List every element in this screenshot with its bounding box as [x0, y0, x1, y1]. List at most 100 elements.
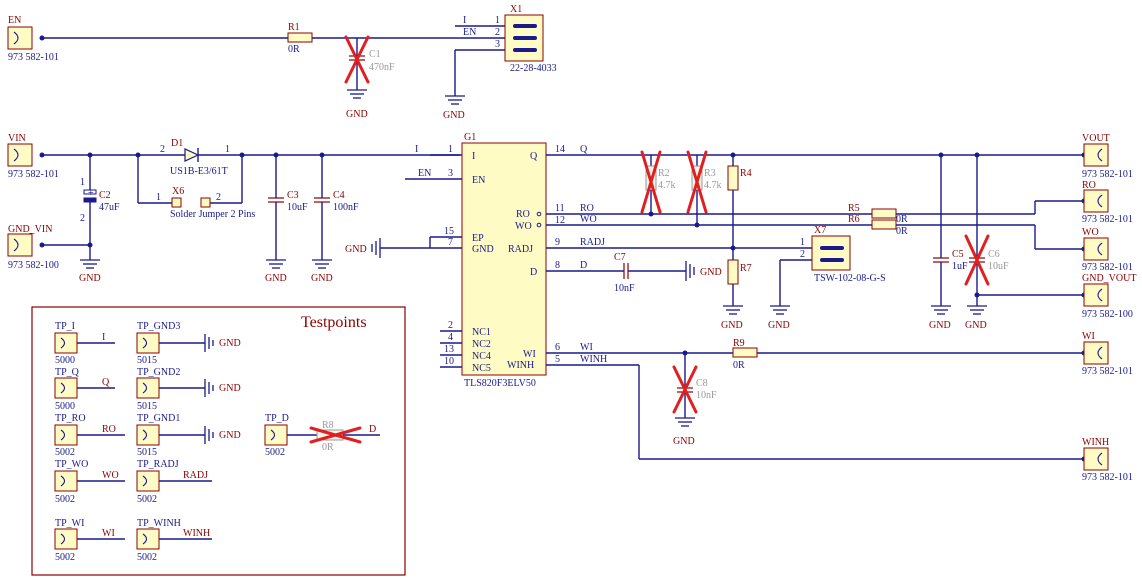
capacitor-c2[interactable]: + C2 47uF 1 2 [80, 155, 120, 260]
tp-ro-part: 5002 [55, 447, 75, 458]
connector-winh[interactable]: WINH 973 582-101 [1081, 437, 1133, 483]
gnd-label-c7: GND [700, 267, 722, 278]
capacitor-c5[interactable]: C5 1uF [933, 155, 968, 306]
testpoint-tp-q[interactable]: TP_Q Q 5000 [54, 367, 115, 412]
capacitor-c3[interactable]: C3 10uF [268, 155, 308, 260]
g1-pin-14-num: 14 [555, 144, 565, 155]
connector-wo-name: WO [1082, 227, 1099, 238]
tp-q-net: Q [102, 377, 110, 388]
g1-pin-9-name: RADJ [508, 244, 533, 255]
testpoint-tp-i[interactable]: TP_I I 5000 [54, 321, 115, 366]
resistor-r9[interactable]: R9 0R [732, 338, 758, 371]
c2-pin1: 1 [80, 177, 85, 188]
testpoint-tp-radj[interactable]: TP_RADJ RADJ 5002 [136, 459, 212, 505]
gnd-symbol-x7: GND [768, 305, 790, 331]
capacitor-c8[interactable]: C8 10nF [672, 353, 717, 418]
resistor-r7[interactable]: R7 [727, 259, 752, 306]
x7-pin1: 1 [800, 237, 805, 248]
capacitor-c7[interactable]: C7 10nF [614, 252, 635, 294]
g1-part: TLS820F3ELV50 [464, 378, 536, 389]
tp-ro-net: RO [102, 424, 116, 435]
gnd-label-c6: GND [965, 320, 987, 331]
g1-pin-6-name: WI [523, 349, 536, 360]
connector-gnd-vin-part: 973 582-100 [8, 260, 59, 271]
gnd-label-c1: GND [346, 109, 368, 120]
connector-gnd-vin-name: GND_VIN [8, 224, 52, 235]
x1-pin-3: 3 [495, 39, 500, 50]
connector-vin[interactable]: VIN 973 582-101 [7, 133, 59, 180]
connector-gnd-vout-part: 973 582-100 [1082, 309, 1133, 320]
x7-part: TSW-102-08-G-S [814, 273, 886, 284]
gnd-symbol-c1: GND [346, 89, 368, 120]
testpoint-tp-wi[interactable]: TP_WI WI 5002 [54, 518, 125, 563]
g1-pin-3-num: 3 [448, 168, 453, 179]
tp-gnd1-name: TP_GND1 [137, 413, 180, 424]
g1-pin-15-num: 15 [444, 226, 454, 237]
connector-winh-part: 973 582-101 [1082, 472, 1133, 483]
gnd-label-c2: GND [79, 273, 101, 284]
connector-en[interactable]: EN 973 582-101 [7, 15, 59, 63]
connector-x1[interactable]: 1 2 3 X1 22-28-4033 [495, 4, 557, 74]
resistor-r1[interactable]: R1 0R [287, 22, 313, 55]
tp-wo-name: TP_WO [55, 459, 88, 470]
g1-pin-12-name: WO [515, 221, 532, 232]
testpoint-tp-wo[interactable]: TP_WO WO 5002 [54, 459, 125, 505]
testpoint-tp-gnd2[interactable]: TP_GND2 GND 5015 [136, 367, 241, 412]
testpoint-tp-gnd1[interactable]: TP_GND1 GND 5015 [136, 413, 241, 458]
resistor-r3[interactable]: R3 4.7k [686, 150, 722, 225]
tp-gnd3-name: TP_GND3 [137, 321, 180, 332]
x1-net-en: EN [463, 27, 476, 38]
capacitor-c1[interactable]: C1 470nF [344, 35, 395, 90]
r9-ref: R9 [733, 338, 745, 349]
resistor-r8[interactable]: R8 0R [309, 420, 380, 453]
connector-ro[interactable]: RO 973 582-101 [1081, 180, 1133, 225]
g1-pin-10-num: 10 [444, 356, 454, 367]
testpoint-tp-ro[interactable]: TP_RO RO 5002 [54, 413, 125, 458]
solder-jumper-x6[interactable]: X6 1 2 Solder Jumper 2 Pins [156, 186, 255, 220]
testpoint-tp-d[interactable]: TP_D 5002 [264, 413, 317, 458]
r7-ref: R7 [740, 263, 752, 274]
tp-wo-part: 5002 [55, 494, 75, 505]
x7-pin2: 2 [800, 249, 805, 260]
c3-value: 10uF [287, 202, 308, 213]
net-q-label: Q [580, 144, 588, 155]
header-x7[interactable]: X7 1 2 TSW-102-08-G-S [800, 225, 886, 284]
c1-ref: C1 [369, 49, 381, 60]
resistor-r4[interactable]: R4 [727, 155, 752, 260]
connector-wi[interactable]: WI 973 582-101 [1081, 331, 1133, 377]
tp-i-net: I [102, 332, 105, 343]
connector-vin-part: 973 582-101 [8, 169, 59, 180]
diode-d1[interactable]: D1 2 1 US1B-E3/61T [160, 138, 230, 177]
g1-pin-1-name: I [472, 151, 475, 162]
tp-winh-name: TP_WINH [137, 518, 181, 529]
connector-vout[interactable]: VOUT 973 582-101 [1081, 133, 1133, 180]
d1-ref: D1 [171, 138, 183, 149]
gnd-label-g1: GND [345, 244, 367, 255]
c8-ref: C8 [696, 378, 708, 389]
c2-pin2: 2 [80, 213, 85, 224]
gnd-label-x1: GND [443, 110, 465, 121]
tp-gnd2-name: TP_GND2 [137, 367, 180, 378]
gnd-symbol-x1: GND [443, 95, 465, 121]
net-wo-label: WO [580, 214, 597, 225]
tp-gnd3-net: GND [219, 338, 241, 349]
r3-ref: R3 [704, 168, 716, 179]
r9-value: 0R [733, 360, 745, 371]
x1-ref: X1 [510, 4, 522, 15]
gnd-label-x7: GND [768, 320, 790, 331]
testpoint-tp-gnd3[interactable]: TP_GND3 GND 5015 [136, 321, 241, 366]
testpoints-title: Testpoints [301, 314, 367, 331]
capacitor-c4[interactable]: C4 100nF [314, 155, 359, 260]
connector-gnd-vout[interactable]: GND_VOUT 973 582-100 [1081, 273, 1137, 320]
connector-gnd-vin[interactable]: GND_VIN 973 582-100 [7, 224, 59, 271]
testpoint-tp-winh[interactable]: TP_WINH WINH 5002 [136, 518, 212, 563]
r8-value: 0R [322, 442, 334, 453]
net-wi-label: WI [580, 342, 593, 353]
resistor-r2[interactable]: R2 4.7k [640, 150, 676, 214]
x6-pin2: 2 [216, 192, 221, 203]
capacitor-c6[interactable]: C6 10uF [964, 155, 1009, 306]
ic-g1[interactable]: G1 TLS820F3ELV50 1 I EN 3 EN 15 EP 7 GND… [380, 132, 565, 389]
tp-wi-name: TP_WI [55, 518, 84, 529]
connector-ro-name: RO [1082, 180, 1096, 191]
connector-wo[interactable]: WO 973 582-101 [1081, 227, 1133, 273]
